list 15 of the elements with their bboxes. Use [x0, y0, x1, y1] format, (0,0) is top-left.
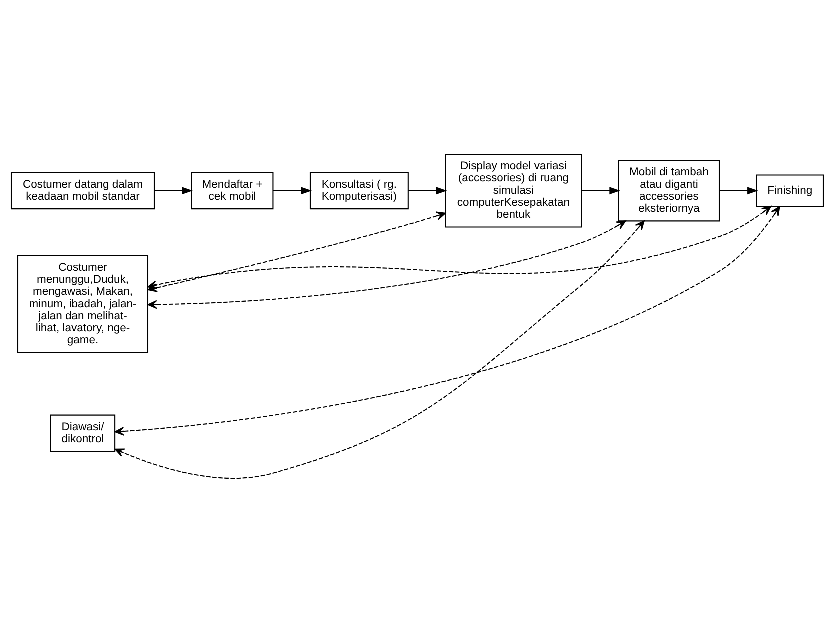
node-box: Costumer datang dalam keadaan mobil standar: [10, 172, 156, 210]
node-box: Display model variasi (accessories) di ruang simulasi computerKesepakatan bentuk: [445, 154, 582, 228]
node-box: Mendaftar + cek mobil: [191, 172, 274, 210]
arrow: [582, 187, 620, 195]
node-box: Costumer menunggu,Duduk, mengawasi, Makan, minum, ibadah, jalan-jalan dan melihat-lihat, lavatory, nge-game.: [17, 255, 149, 354]
node-box: Konsultasi ( rg. Komputerisasi): [310, 172, 409, 210]
node-box: Diawasi/ dikontrol: [50, 414, 116, 452]
arrow: [408, 187, 448, 195]
node-box: Finishing: [756, 174, 824, 207]
arrow: [154, 187, 193, 195]
arrow: [720, 187, 758, 195]
node-box: Mobil di tambah atau diganti accessories eksteriornya: [618, 160, 720, 222]
arrow: [114, 206, 780, 436]
arrow: [114, 220, 645, 480]
arrow: [273, 187, 312, 195]
